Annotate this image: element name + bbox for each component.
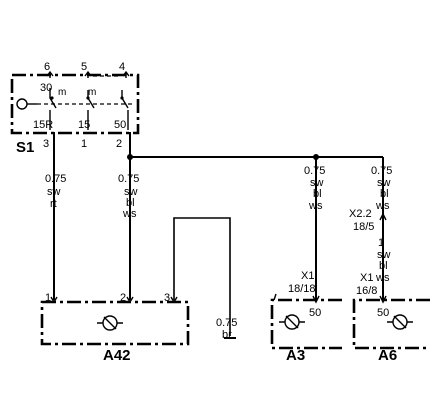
a42-arrow-3	[170, 296, 178, 304]
w3-color2: bl	[313, 188, 322, 200]
a3-name: A3	[286, 347, 305, 364]
s1-pin-5: 5	[81, 61, 87, 73]
wire-a42-3-ground	[173, 217, 231, 336]
s1-pivot-3	[120, 96, 124, 100]
s1-top-arrow-4	[122, 70, 130, 78]
s1-top-arrow-5	[84, 70, 92, 78]
s1-pivot-2	[86, 96, 90, 100]
s1-contact-15r	[49, 88, 57, 109]
a42-pin-1: 1	[45, 292, 51, 304]
w2-color2: bl	[126, 197, 135, 209]
ground-gauge: 0.75	[216, 317, 237, 329]
x1-a6-pin: 16/8	[356, 285, 377, 297]
x1-a3-pin: 18/18	[288, 283, 316, 295]
s1-label-15: 15	[78, 119, 90, 131]
x1-a3-name: X1	[301, 270, 314, 282]
s1-name: S1	[16, 139, 34, 156]
w5-color3: ws	[375, 272, 390, 284]
lamp-icon-a3	[279, 314, 305, 330]
s1-top-arrow-6	[46, 70, 54, 78]
w3-color3: ws	[308, 200, 323, 212]
w3-gauge: 0.75	[304, 165, 325, 177]
a6-name: A6	[378, 347, 397, 364]
w5-color2: bl	[379, 260, 388, 272]
w5-gauge: 1	[378, 237, 384, 249]
key-icon	[16, 98, 37, 110]
s1-pin-2: 2	[116, 138, 122, 150]
w3-color1: sw	[310, 177, 324, 189]
x1-a6-name: X1	[360, 272, 373, 284]
w2-color3: ws	[122, 208, 137, 220]
component-a42: 1 2 3 A42	[40, 292, 190, 364]
a3-tick	[273, 293, 277, 301]
switch-s1: 6 5 4 30 m m 15R 15 50 3 1 2 S1	[10, 61, 140, 156]
ground-color: br	[222, 329, 232, 341]
component-a3: 50 A3	[270, 293, 342, 364]
a42-pin-2: 2	[120, 292, 126, 304]
junction-1	[127, 154, 133, 160]
a42-box	[40, 300, 190, 346]
a3-pin: 50	[309, 307, 321, 319]
s1-lower-leads	[49, 110, 129, 130]
w5-color1: sw	[377, 249, 391, 261]
s1-pin-1: 1	[81, 138, 87, 150]
a3-arrow	[312, 295, 320, 304]
s1-pivot-1	[50, 96, 54, 100]
w2-color1: sw	[124, 186, 138, 198]
a42-arrow-2	[126, 296, 134, 304]
lamp-icon	[97, 315, 123, 331]
s1-mark-2: m	[88, 87, 96, 98]
s1-pin-6: 6	[44, 61, 50, 73]
x22-arrow	[379, 213, 387, 221]
a6-arrow	[379, 295, 387, 304]
s1-label-30: 30	[40, 82, 52, 94]
a42-arrow-1	[50, 296, 58, 304]
w4-color2: bl	[380, 188, 389, 200]
w1-gauge: 0.75	[45, 173, 66, 185]
s1-mark-1: m	[58, 87, 66, 98]
x22-pin: 18/5	[353, 221, 374, 233]
w4-color3: ws	[375, 200, 390, 212]
w4-gauge: 0.75	[371, 165, 392, 177]
a42-pin-3: 3	[164, 292, 170, 304]
s1-label-15r: 15R	[33, 119, 53, 131]
a42-name: A42	[103, 347, 131, 364]
w2-gauge: 0.75	[118, 173, 139, 185]
lamp-icon-a6	[387, 314, 413, 330]
w1-color2: rt	[50, 198, 57, 210]
s1-label-50: 50	[114, 119, 126, 131]
w1-color1: sw	[47, 186, 61, 198]
a6-pin: 50	[377, 307, 389, 319]
x22-name: X2.2	[349, 208, 372, 220]
switch-s1-box	[10, 73, 140, 135]
a3-box	[270, 298, 342, 350]
component-a6: 50 A6	[352, 295, 430, 364]
a6-box	[352, 298, 430, 350]
s1-pin-3: 3	[43, 138, 49, 150]
s1-pin-4: 4	[119, 61, 125, 73]
w4-color1: sw	[377, 177, 391, 189]
